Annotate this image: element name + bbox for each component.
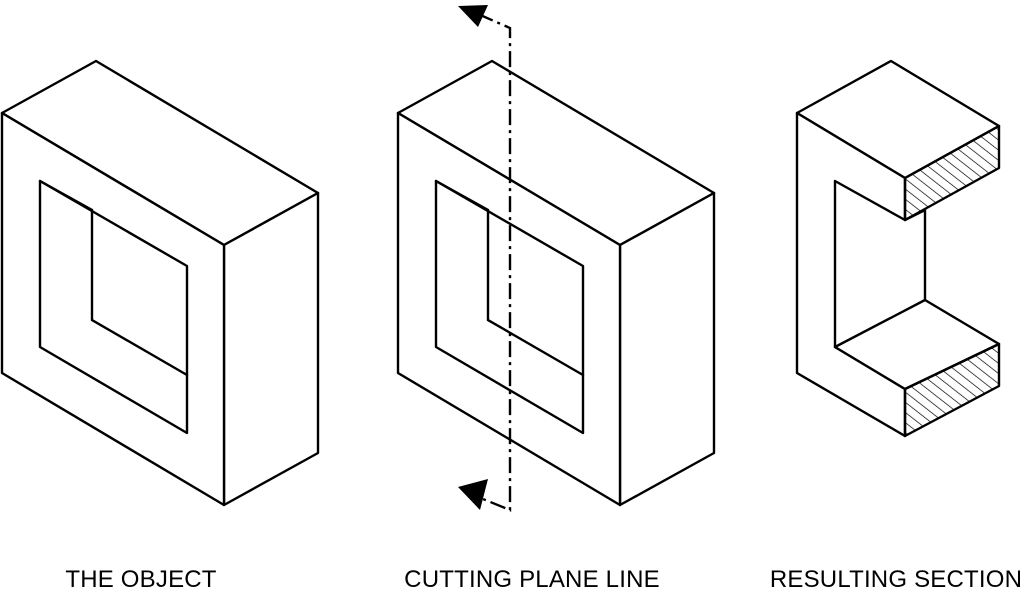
cutting-plane-line — [477, 12, 512, 512]
object-opening-inner-wall — [38, 179, 189, 435]
section-drawing — [795, 59, 1001, 438]
cutting-plane-drawing — [396, 5, 716, 512]
caption-resulting-section: RESULTING SECTION — [769, 566, 1023, 593]
object-drawing — [0, 59, 320, 507]
cut-object-side-face — [618, 191, 716, 507]
section-cut-face-lower — [903, 342, 1001, 438]
object-side-face — [222, 191, 320, 507]
section-cut-face-upper — [903, 124, 1001, 222]
caption-cutting-plane-line: CUTTING PLANE LINE — [404, 566, 660, 593]
section-inner-wall — [903, 208, 927, 302]
object-opening-depth-edge — [38, 179, 189, 377]
arrowhead-bottom-icon — [458, 479, 488, 510]
caption-the-object: THE OBJECT — [65, 566, 217, 593]
cut-object-opening-depth-edge — [434, 179, 585, 377]
arrowhead-top-icon — [458, 5, 488, 27]
